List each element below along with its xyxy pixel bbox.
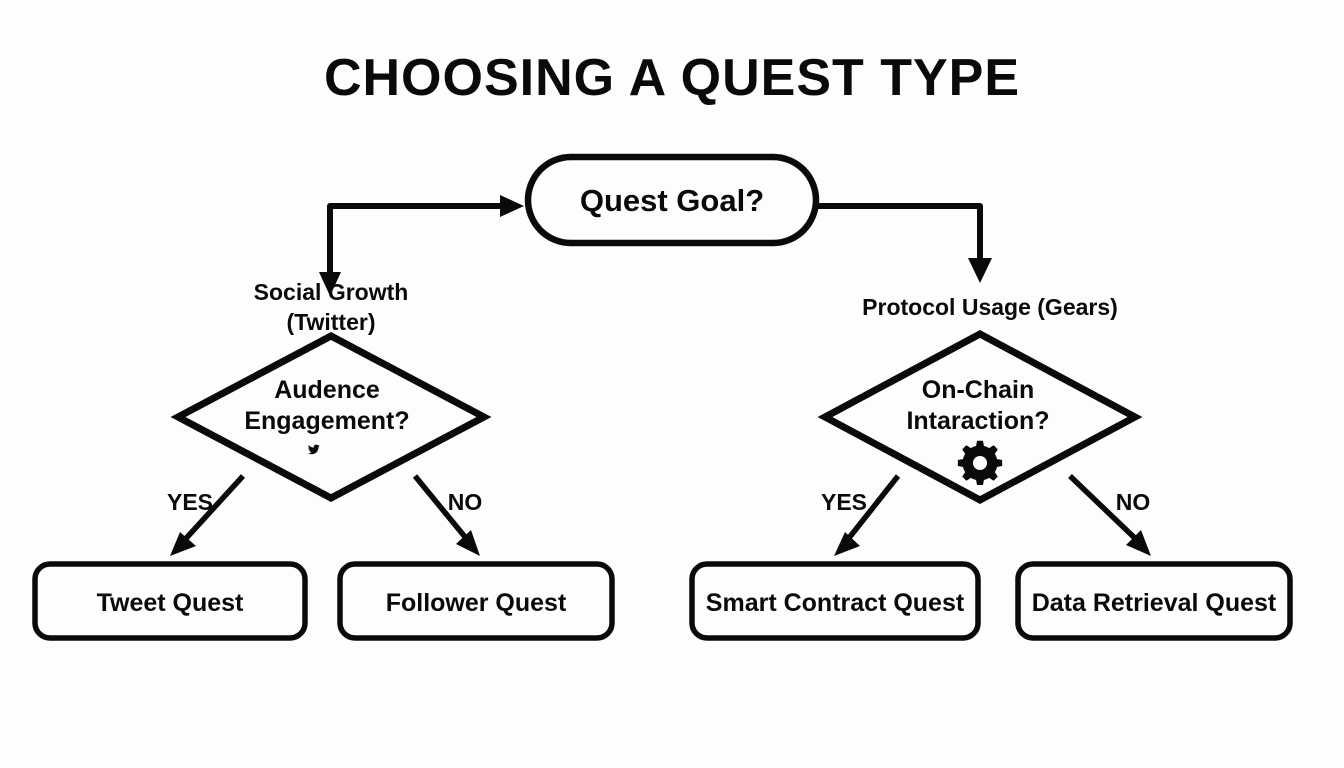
data-retrieval-quest-label: Data Retrieval Quest <box>1032 589 1277 617</box>
gear-icon <box>957 440 1003 486</box>
arrowhead-right-into-pill <box>500 195 524 217</box>
edge-left-no: NO <box>412 474 483 556</box>
branch-label-left-line2: (Twitter) <box>286 309 375 335</box>
node-audience-engagement-decision[interactable]: Audence Engagement? <box>170 332 492 502</box>
outcome-data-retrieval-quest[interactable]: Data Retrieval Quest <box>1015 561 1293 641</box>
outcome-tweet-quest[interactable]: Tweet Quest <box>32 561 308 641</box>
onchain-interaction-line2: Intaraction? <box>906 407 1049 435</box>
outcome-follower-quest[interactable]: Follower Quest <box>337 561 615 641</box>
page-title: CHOOSING A QUEST TYPE <box>324 49 1020 107</box>
edge-label-right-no: NO <box>1116 489 1151 515</box>
connector-root-to-right-branch <box>815 203 992 283</box>
arrowhead-left-no <box>456 530 480 556</box>
audience-engagement-diamond-shape <box>170 332 492 502</box>
edge-right-yes: YES <box>821 474 901 556</box>
branch-label-left-line1: Social Growth <box>254 279 409 305</box>
tweet-quest-box-shape <box>32 561 308 641</box>
connector-root-to-left-branch <box>319 195 524 296</box>
branch-label-left: Social Growth (Twitter) <box>254 279 409 335</box>
node-onchain-interaction-decision[interactable]: On-Chain Intaraction? <box>817 330 1143 504</box>
audience-engagement-line2: Engagement? <box>244 407 409 435</box>
quest-goal-label: Quest Goal? <box>580 183 764 218</box>
branch-label-right: Protocol Usage (Gears) <box>862 294 1118 320</box>
smart-contract-quest-label: Smart Contract Quest <box>706 589 965 617</box>
smart-contract-quest-box-shape <box>689 561 981 641</box>
edge-left-yes: YES <box>167 474 246 556</box>
arrowhead-right-yes <box>834 532 860 556</box>
branch-label-right-line1: Protocol Usage (Gears) <box>862 294 1118 320</box>
edge-label-right-yes: YES <box>821 489 867 515</box>
onchain-interaction-line1: On-Chain <box>922 376 1035 404</box>
arrowhead-down-right-branch <box>968 258 992 283</box>
arrowhead-left-yes <box>170 532 196 556</box>
outcome-smart-contract-quest[interactable]: Smart Contract Quest <box>689 561 981 641</box>
onchain-interaction-diamond-shape <box>817 330 1143 504</box>
edge-label-left-yes: YES <box>167 489 213 515</box>
tweet-quest-label: Tweet Quest <box>97 589 244 617</box>
node-quest-goal[interactable]: Quest Goal? <box>524 153 820 247</box>
edge-label-left-no: NO <box>448 489 483 515</box>
arrowhead-right-no <box>1126 530 1151 556</box>
arrowhead-down-left-branch <box>319 272 341 296</box>
edge-right-no: NO <box>1068 474 1151 556</box>
quest-goal-pill-shape <box>524 153 820 247</box>
follower-quest-box-shape <box>337 561 615 641</box>
audience-engagement-line1: Audence <box>274 376 380 404</box>
twitter-bird-icon <box>307 444 320 455</box>
data-retrieval-quest-box-shape <box>1015 561 1293 641</box>
follower-quest-label: Follower Quest <box>386 589 567 617</box>
